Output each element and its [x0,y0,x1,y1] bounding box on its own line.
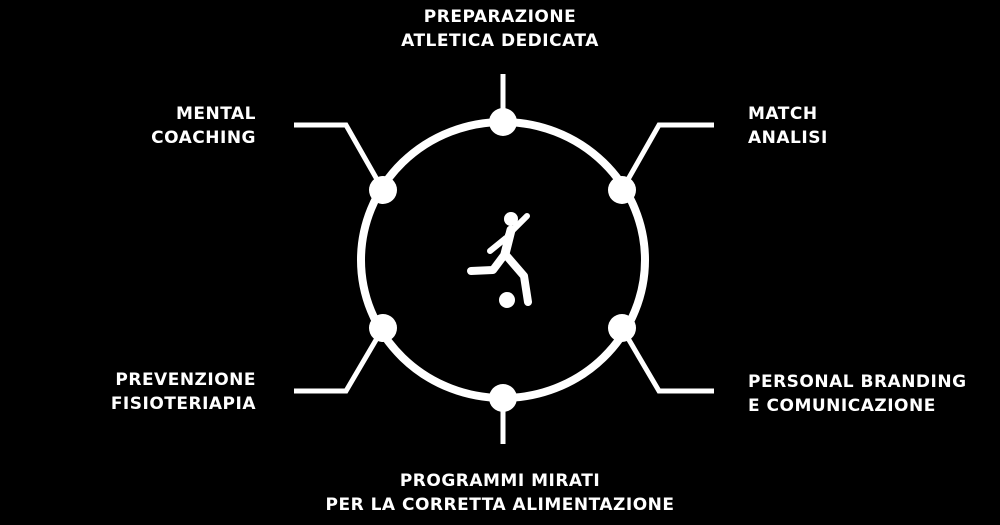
service-label-line: PREPARAZIONE [423,7,577,27]
service-label-prevention-physiotherapy: PREVENZIONE FISIOTERIAPIA [56,368,256,416]
node-top-right [608,176,636,204]
service-label-line: PREVENZIONE [115,370,256,390]
service-label-nutrition-programs: PROGRAMMI MIRATI PER LA CORRETTA ALIMENT… [250,469,750,517]
service-label-line: E COMUNICAZIONE [748,396,936,416]
service-label-line: COACHING [151,128,256,148]
connector-top-left [294,122,386,192]
node-top [489,108,517,136]
service-label-personal-branding: PERSONAL BRANDING E COMUNICAZIONE [748,370,988,418]
service-label-line: FISIOTERIAPIA [110,394,256,414]
connector-bottom-left [294,326,386,394]
service-label-line: ATLETICA DEDICATA [401,31,599,51]
node-bottom [489,384,517,412]
node-bottom-left [369,314,397,342]
service-label-line: MATCH [748,104,818,124]
service-label-line: PERSONAL BRANDING [748,372,967,392]
node-top-left [369,176,397,204]
soccer-player-kicking-ball-icon [467,212,532,308]
service-label-athletic-preparation: PREPARAZIONE ATLETICA DEDICATA [300,5,700,53]
service-label-mental-coaching: MENTAL COACHING [56,102,256,150]
connector-bottom-right [619,326,714,394]
node-bottom-right [608,314,636,342]
service-label-line: PROGRAMMI MIRATI [399,471,601,491]
service-label-line: ANALISI [748,128,828,148]
service-label-line: MENTAL [175,104,256,124]
service-label-match-analysis: MATCH ANALISI [748,102,988,150]
service-label-line: PER LA CORRETTA ALIMENTAZIONE [325,495,675,515]
connector-top-right [619,122,714,192]
ring-nodes [369,108,636,412]
